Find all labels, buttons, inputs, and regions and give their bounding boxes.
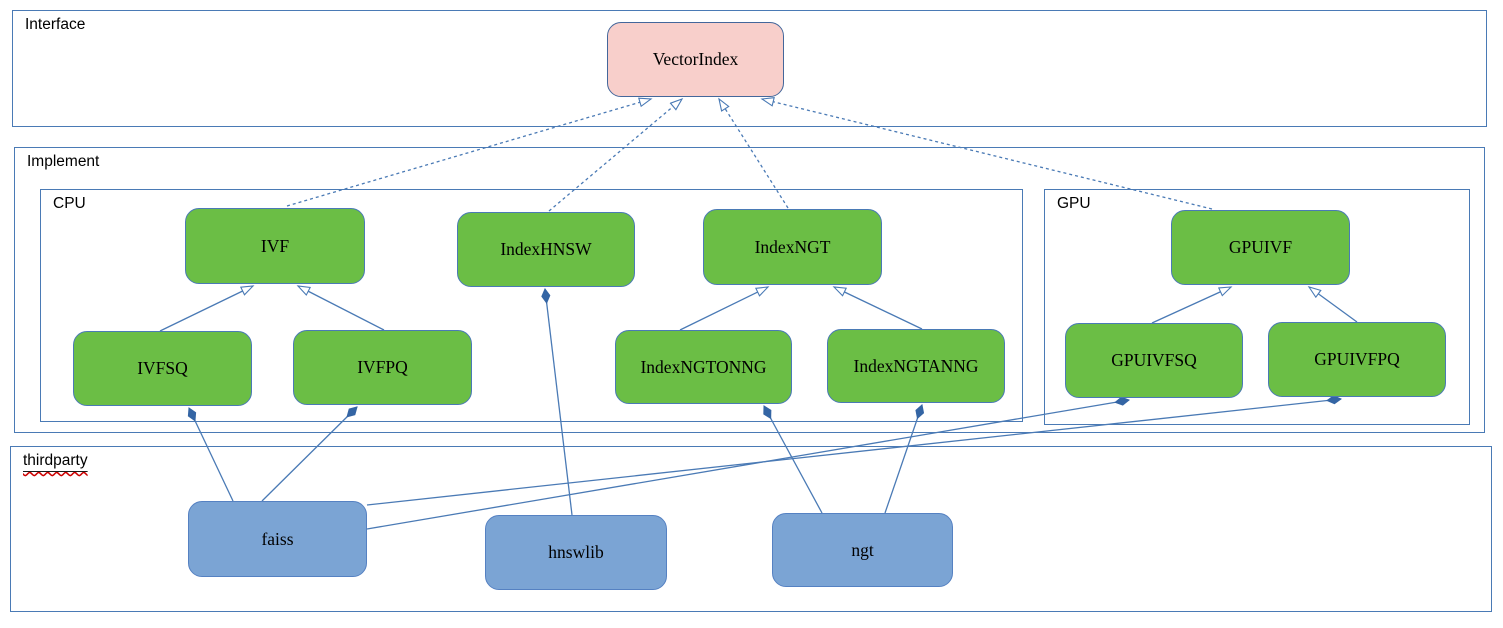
interface-container-label: Interface — [25, 16, 86, 33]
class-node-label: GPUIVF — [1228, 237, 1293, 257]
edge-composition-faiss-gpuivfsq — [366, 396, 1130, 530]
thirdparty-container-label-text: thirdparty — [23, 452, 88, 469]
edge-inheritance-ivfsq-ivf — [159, 285, 255, 332]
class-node-faiss: faiss — [188, 501, 367, 577]
edge-inheritance-gpuivfpq-gpuivf — [1307, 286, 1358, 323]
edge-inheritance-indexngtanng-indexngt — [832, 286, 923, 330]
class-node-label: GPUIVFSQ — [1111, 350, 1197, 370]
class-node-vectorindex: VectorIndex — [607, 22, 784, 97]
edge-composition-ngt-indexngtonng — [763, 405, 823, 514]
class-node-label: IVF — [260, 235, 290, 256]
class-node-ivfsq: IVFSQ — [73, 331, 252, 406]
edge-inheritance-indexngtonng-indexngt — [679, 286, 770, 331]
edge-layer — [159, 97, 1358, 530]
thirdparty-container-label: thirdparty — [23, 452, 88, 470]
class-node-label: IndexNGTONNG — [640, 356, 767, 377]
class-node-indexngtonng: IndexNGTONNG — [615, 330, 792, 404]
class-node-label: GPUIVFPQ — [1314, 349, 1400, 369]
class-node-label: VectorIndex — [652, 49, 739, 69]
cpu-container-label: CPU — [53, 195, 86, 212]
class-node-ngt: ngt — [772, 513, 953, 587]
class-node-label: IVFSQ — [137, 358, 188, 378]
class-node-label: ngt — [851, 539, 874, 560]
gpu-container: GPU — [1044, 189, 1470, 425]
edge-composition-faiss-gpuivfpq — [366, 395, 1343, 506]
implement-container: Implement — [14, 147, 1485, 433]
thirdparty-container: thirdparty — [10, 446, 1492, 612]
edge-inheritance-ivfpq-ivf — [296, 285, 385, 331]
class-node-label: IndexNGT — [754, 236, 831, 257]
interface-container: Interface — [12, 10, 1487, 127]
edge-realization-indexngt-vectorindex — [718, 97, 789, 209]
edge-realization-gpuivf-vectorindex — [760, 97, 1213, 210]
class-node-indexngtanng: IndexNGTANNG — [827, 329, 1005, 403]
class-node-gpuivf: GPUIVF — [1171, 210, 1350, 285]
class-node-ivf: IVF — [185, 208, 365, 284]
class-node-label: IndexNGTANNG — [853, 355, 979, 376]
class-node-indexhnsw: IndexHNSW — [457, 212, 635, 287]
edge-realization-ivf-vectorindex — [286, 97, 653, 207]
class-node-label: faiss — [261, 528, 294, 549]
edge-inheritance-gpuivfsq-gpuivf — [1151, 286, 1233, 324]
class-node-indexngt: IndexNGT — [703, 209, 882, 285]
gpu-container-label: GPU — [1057, 195, 1091, 212]
class-node-gpuivfsq: GPUIVFSQ — [1065, 323, 1243, 398]
implement-container-label: Implement — [27, 153, 100, 170]
edge-composition-ngt-indexngtanng — [884, 404, 925, 514]
cpu-container: CPU — [40, 189, 1023, 422]
class-node-label: IndexHNSW — [500, 239, 592, 259]
edge-composition-faiss-ivfpq — [261, 406, 358, 502]
class-node-label: IVFPQ — [357, 357, 408, 377]
edge-realization-indexhnsw-vectorindex — [548, 97, 684, 212]
class-node-hnswlib: hnswlib — [485, 515, 667, 590]
class-node-gpuivfpq: GPUIVFPQ — [1268, 322, 1446, 397]
edge-composition-hnswlib-indexhnsw — [541, 287, 573, 516]
class-node-ivfpq: IVFPQ — [293, 330, 472, 405]
class-node-label: hnswlib — [548, 542, 604, 562]
edge-composition-faiss-ivfsq — [187, 407, 234, 502]
